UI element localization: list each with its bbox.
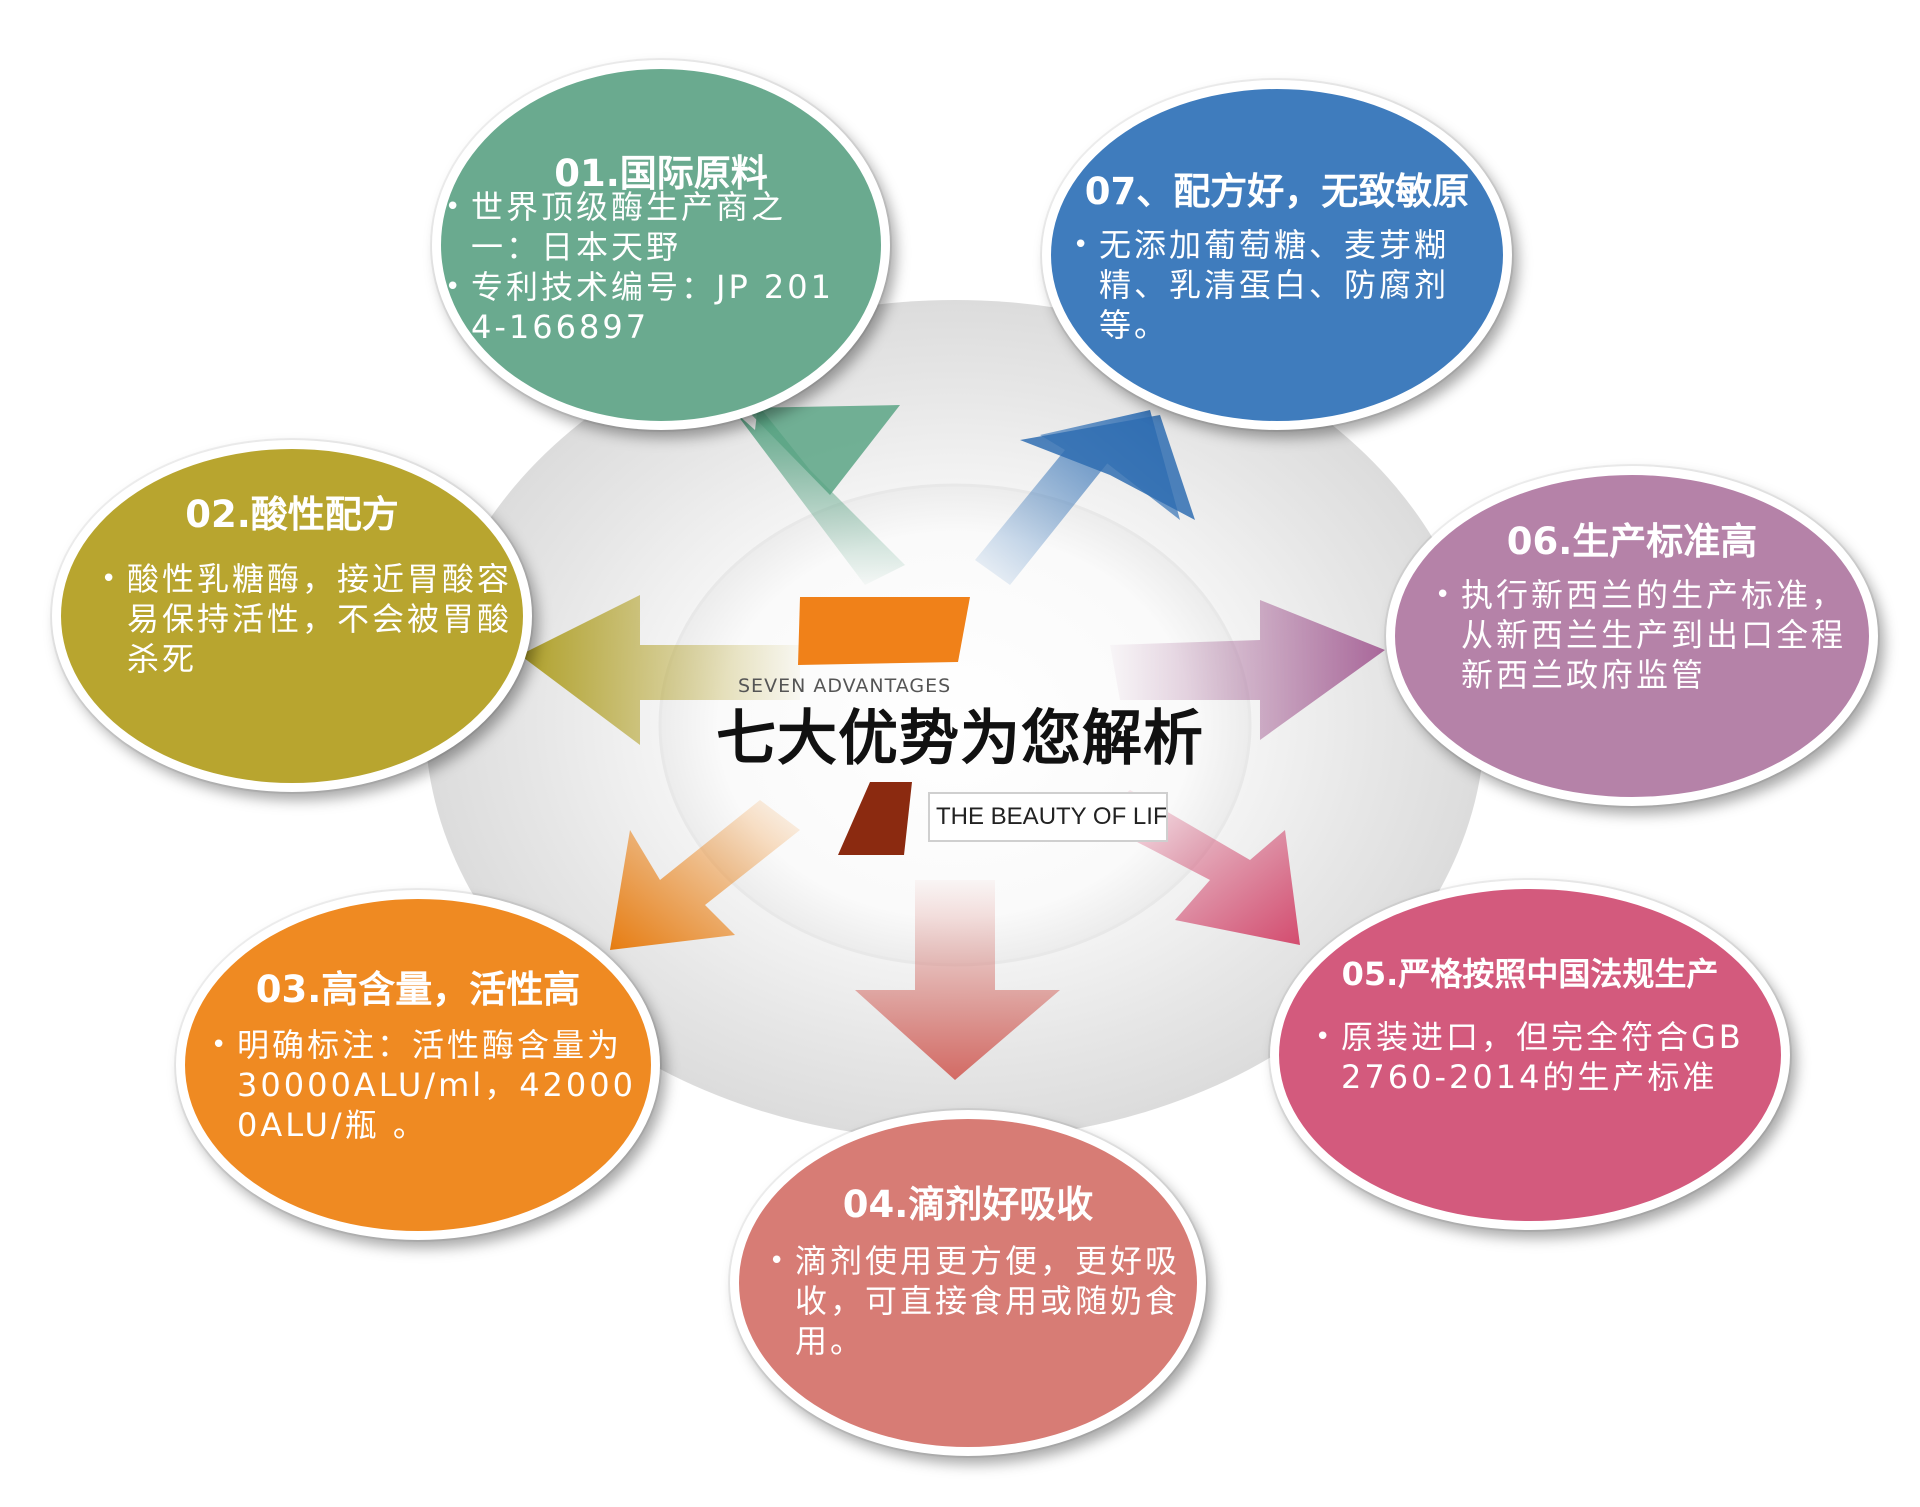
- advantage-01-bullet-1: 世界顶级酶生产商之一：日本天野: [445, 187, 845, 267]
- center-eyebrow: SEVEN ADVANTAGES: [738, 675, 952, 697]
- arrow-to-advantage-04: [855, 880, 1060, 1080]
- advantage-03-bullets: 明确标注：活性酶含量为30000ALU/ml，420000ALU/瓶 。: [211, 1025, 641, 1145]
- advantage-02-title: 02.酸性配方: [185, 493, 399, 536]
- advantage-07-title: 07、配方好，无致敏原: [1084, 170, 1470, 213]
- advantage-06-bullet-1: 执行新西兰的生产标准，从新西兰生产到出口全程新西兰政府监管: [1435, 575, 1855, 695]
- advantage-07-bullet-1: 无添加葡萄糖、麦芽糊精、乳清蛋白、防腐剂等。: [1073, 225, 1483, 345]
- arrow-to-advantage-06: [1110, 600, 1385, 740]
- advantage-07-bubble: 07、配方好，无致敏原 无添加葡萄糖、麦芽糊精、乳清蛋白、防腐剂等。: [1042, 80, 1512, 430]
- advantage-02-bullet-1: 酸性乳糖酶，接近胃酸容易保持活性，不会被胃酸杀死: [101, 559, 521, 679]
- advantage-04-bubble: 04.滴剂好吸收 滴剂使用更方便，更好吸收，可直接食用或随奶食用。: [730, 1110, 1206, 1456]
- advantage-03-title: 03.高含量，活性高: [255, 968, 581, 1011]
- advantage-01-bullet-2: 专利技术编号：JP 2014-166897: [445, 267, 845, 347]
- advantage-02-bullets: 酸性乳糖酶，接近胃酸容易保持活性，不会被胃酸杀死: [101, 559, 521, 679]
- arrow-to-advantage-02: [520, 595, 800, 745]
- advantage-06-title: 06.生产标准高: [1506, 520, 1758, 563]
- advantage-01-bullets: 世界顶级酶生产商之一：日本天野 专利技术编号：JP 2014-166897: [445, 187, 845, 347]
- advantage-03-bubble: 03.高含量，活性高 明确标注：活性酶含量为30000ALU/ml，420000…: [176, 890, 660, 1240]
- advantage-04-bullet-1: 滴剂使用更方便，更好吸收，可直接食用或随奶食用。: [769, 1241, 1189, 1361]
- arrow-to-advantage-01: [735, 405, 905, 585]
- logo-seven-top: [798, 597, 970, 665]
- advantage-05-title: 05.严格按照中国法规生产: [1341, 955, 1719, 993]
- advantage-06-bullets: 执行新西兰的生产标准，从新西兰生产到出口全程新西兰政府监管: [1435, 575, 1855, 695]
- seven-logo: [798, 597, 970, 855]
- center-title: 七大优势为您解析: [716, 704, 1204, 774]
- logo-seven-bottom: [838, 782, 912, 855]
- advantage-05-bullet-1: 原装进口，但完全符合GB2760-2014的生产标准: [1315, 1017, 1765, 1097]
- center-tagline: THE BEAUTY OF LIFE: [928, 792, 1168, 842]
- arrow-to-advantage-07: [975, 410, 1195, 585]
- arrow-to-advantage-03: [610, 800, 800, 950]
- advantage-05-bubble: 05.严格按照中国法规生产 原装进口，但完全符合GB2760-2014的生产标准: [1270, 880, 1790, 1230]
- advantage-01-bubble: 01.国际原料 世界顶级酶生产商之一：日本天野 专利技术编号：JP 2014-1…: [432, 60, 890, 430]
- advantage-02-bubble: 02.酸性配方 酸性乳糖酶，接近胃酸容易保持活性，不会被胃酸杀死: [52, 440, 532, 792]
- advantage-06-bubble: 06.生产标准高 执行新西兰的生产标准，从新西兰生产到出口全程新西兰政府监管: [1386, 466, 1878, 806]
- advantage-05-bullets: 原装进口，但完全符合GB2760-2014的生产标准: [1315, 1017, 1765, 1097]
- advantage-07-bullets: 无添加葡萄糖、麦芽糊精、乳清蛋白、防腐剂等。: [1073, 225, 1483, 345]
- advantage-04-bullets: 滴剂使用更方便，更好吸收，可直接食用或随奶食用。: [769, 1241, 1189, 1361]
- advantage-04-title: 04.滴剂好吸收: [842, 1183, 1094, 1226]
- advantage-03-bullet-1: 明确标注：活性酶含量为30000ALU/ml，420000ALU/瓶 。: [211, 1025, 641, 1145]
